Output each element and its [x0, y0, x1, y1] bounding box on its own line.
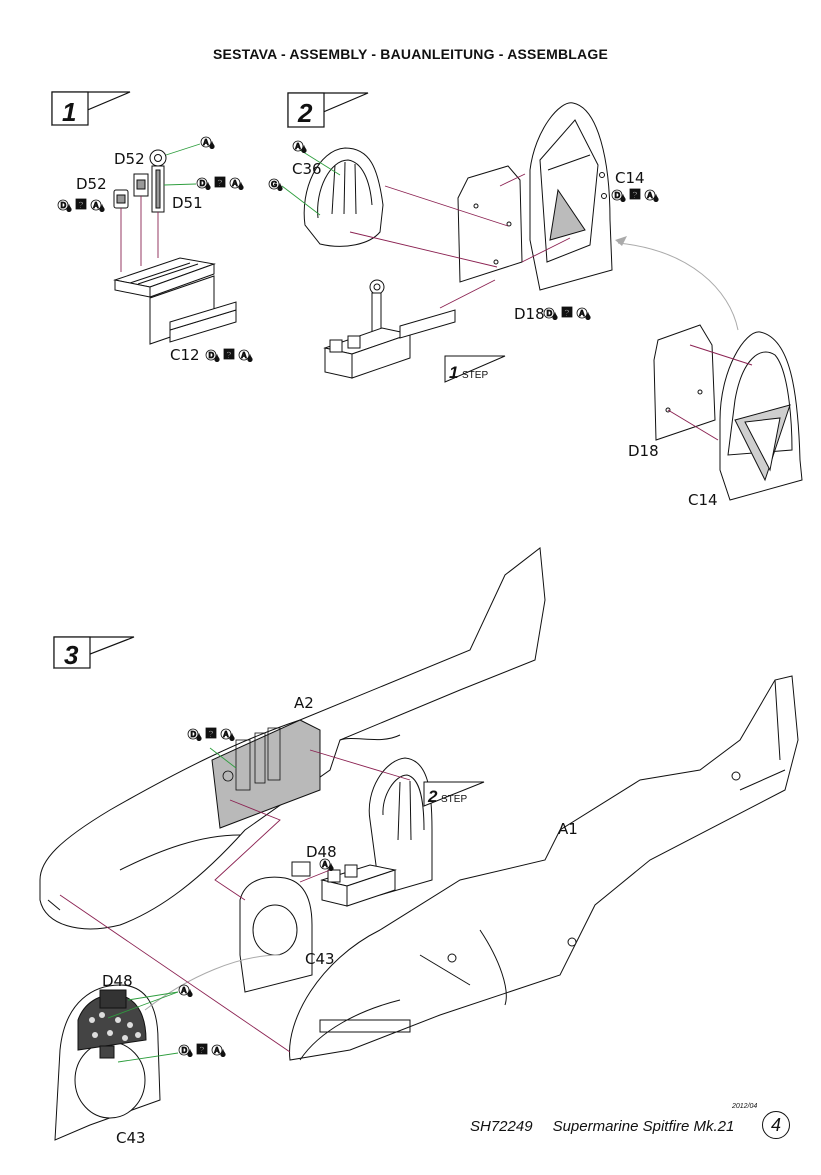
paint-letter: A	[647, 191, 653, 200]
paint-letter: A	[203, 138, 209, 147]
paint-letter: A	[322, 860, 328, 869]
inset-detail	[615, 236, 803, 501]
paint-code-d18: D ? A	[543, 306, 591, 320]
label-c12: C12	[170, 346, 200, 364]
part-d18-plate	[457, 165, 523, 283]
paint-letter: ?	[564, 308, 570, 318]
kit-name: Supermarine Spitfire Mk.21	[552, 1118, 735, 1135]
paint-letter: A	[579, 309, 585, 318]
kit-code: SH72249	[470, 1118, 533, 1135]
label-d18-inset: D18	[628, 442, 659, 460]
paint-letter: D	[615, 191, 621, 200]
label-a2: A2	[294, 694, 314, 712]
substep-1-marker: 1 STEP	[444, 355, 506, 383]
paint-letter: A	[241, 351, 247, 360]
paint-letter: G	[271, 180, 277, 189]
step-2-flag: 2	[287, 92, 369, 128]
paint-code-c12: D ? A	[205, 348, 253, 362]
label-c14-upper: C14	[615, 169, 645, 187]
paint-code-d51-top: A	[200, 136, 215, 149]
footer-kit-info: SH72249 Supermarine Spitfire Mk.21	[470, 1118, 734, 1135]
paint-code-c14: D ? A	[611, 188, 659, 202]
part-d51-stick	[149, 149, 167, 213]
label-d48-upper: D48	[306, 843, 337, 861]
label-c36: C36	[292, 160, 322, 178]
revision-date: 2012/04	[732, 1103, 758, 1110]
paint-codes: D ? A A D ? A D ? A A	[57, 136, 659, 1057]
substep-2-marker: 2 STEP	[423, 781, 485, 807]
step-3-number: 3	[64, 640, 79, 670]
paint-letter: A	[214, 1046, 220, 1055]
substep-1-label: STEP	[462, 370, 488, 381]
substep-2-label: STEP	[441, 794, 467, 805]
paint-code-c36: A	[292, 140, 307, 153]
paint-letter: A	[181, 986, 187, 995]
step-2-guides	[349, 173, 571, 309]
step-2-number: 2	[297, 98, 313, 128]
paint-letter: ?	[632, 190, 638, 200]
paint-letter: D	[182, 1046, 188, 1055]
step-1-guides	[120, 196, 159, 272]
step-1-group: 1	[51, 91, 237, 345]
paint-letter: A	[93, 201, 99, 210]
paint-letter: A	[295, 142, 301, 151]
substep-1-number: 1	[449, 363, 458, 382]
step-1-result-frame	[323, 279, 456, 379]
paint-letter: ?	[226, 350, 232, 360]
paint-letter: A	[223, 730, 229, 739]
part-labels: D52 D52 D51 C12 C36 C14 D18 D18 C14 A2 A…	[76, 150, 718, 1147]
step-2-group: 2	[281, 92, 803, 501]
label-d52-upper: D52	[114, 150, 145, 168]
step-1-flag: 1	[51, 91, 131, 127]
page-title: SESTAVA - ASSEMBLY - BAUANLEITUNG - ASSE…	[213, 46, 608, 62]
paint-letter: ?	[217, 178, 223, 188]
label-c43-upper: C43	[305, 950, 335, 968]
part-d52-pedal	[113, 173, 149, 209]
fuselage-a2	[39, 547, 546, 930]
paint-letter: D	[200, 179, 206, 188]
paint-letter: D	[547, 309, 553, 318]
paint-letter: ?	[199, 1045, 205, 1055]
part-c36-seat	[303, 147, 384, 247]
fuselage-a1	[289, 675, 799, 1061]
label-d18-upper: D18	[514, 305, 545, 323]
paint-letter: ?	[78, 200, 84, 210]
paint-letter: D	[209, 351, 215, 360]
paint-code-d52: D ? A	[57, 198, 105, 212]
paint-letter: D	[191, 730, 197, 739]
page-number: 4	[762, 1111, 790, 1139]
part-c14-bulkhead	[529, 102, 613, 291]
substep-2-number: 2	[427, 787, 438, 806]
paint-code-a2-panel: D ? A	[187, 727, 235, 741]
step-1-number: 1	[62, 97, 76, 127]
paint-code-d51: D ? A	[196, 176, 244, 190]
part-c43-bulkhead	[239, 861, 313, 993]
paint-letter: A	[232, 179, 238, 188]
step-3-guides	[59, 749, 411, 1053]
label-c14-inset: C14	[688, 491, 718, 509]
paint-letter: D	[61, 201, 67, 210]
label-a1: A1	[558, 820, 578, 838]
paint-code-inset-c43: D ? A	[178, 1043, 226, 1057]
inset-instrument-panel	[54, 954, 281, 1141]
label-d48-inset: D48	[102, 972, 133, 990]
paint-letter: ?	[208, 729, 214, 739]
seat-assembly	[320, 757, 433, 907]
paint-code-d48: A	[319, 858, 334, 871]
label-d52-lower: D52	[76, 175, 107, 193]
step-3-flag: 3	[53, 636, 135, 670]
part-c12	[113, 257, 237, 345]
paint-code-inset-a: A	[178, 984, 193, 997]
step-3-group: 3	[39, 547, 799, 1141]
paint-code-seat-g: G	[268, 178, 283, 191]
label-c43-inset: C43	[116, 1129, 146, 1147]
label-d51: D51	[172, 194, 203, 212]
